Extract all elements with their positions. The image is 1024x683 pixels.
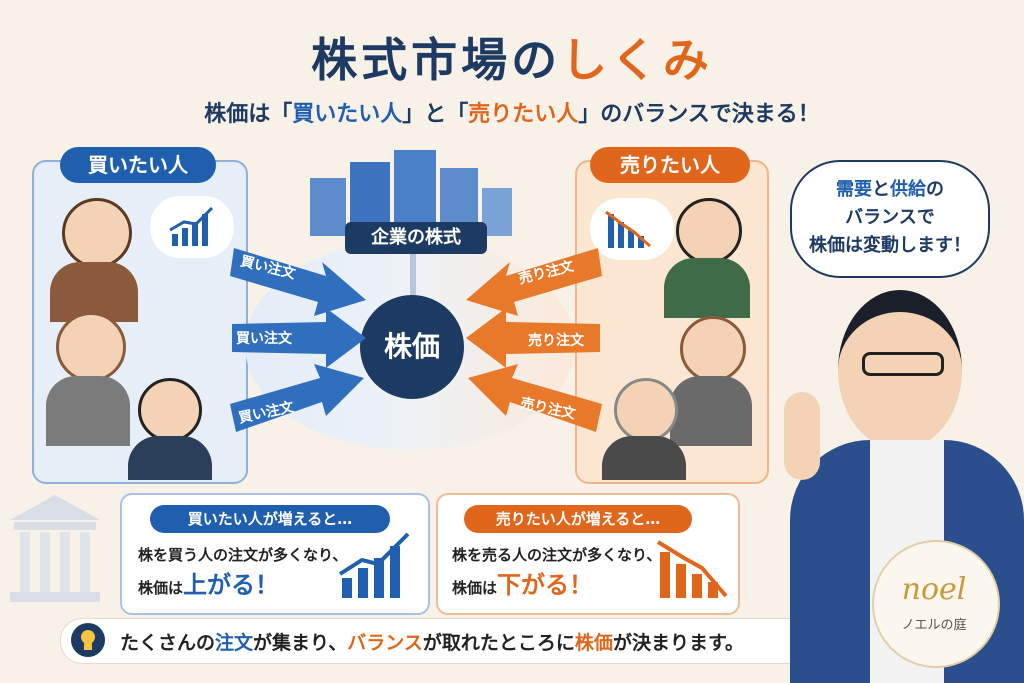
logo-subtitle: ノエルの庭: [901, 618, 967, 633]
buy-order-label: 買い注文: [236, 331, 292, 347]
seller-body-3: [602, 436, 686, 480]
lightbulb-icon: [71, 623, 105, 657]
seller-person-2: [680, 316, 746, 382]
buyer-person-1: [62, 198, 132, 268]
buy-box-tag: 買いたい人が増えると…: [150, 505, 390, 533]
seller-body-2: [670, 376, 752, 446]
sell-box-tag: 売りたい人が増えると…: [464, 505, 692, 533]
buy-arrows: [230, 248, 366, 432]
buyer-body-3: [128, 436, 212, 480]
stock-to-price-line: [410, 254, 416, 296]
page-title: 株式市場のしくみ: [311, 33, 713, 87]
buyer-person-3: [138, 378, 202, 442]
company-stock-label: 企業の株式: [345, 222, 487, 254]
glasses-icon: [862, 352, 944, 376]
chart-down-icon: [605, 210, 651, 248]
summary-text: たくさんの注文が集まり、バランスが取れたところに株価が決まります。: [120, 632, 745, 654]
chart-up-icon: [338, 532, 410, 598]
seller-body-1: [664, 258, 750, 318]
page-subtitle: 株価は「買いたい人」と「売りたい人」のバランスで決まる！: [204, 102, 820, 127]
summary-bar: [60, 618, 832, 664]
chart-up-icon: [169, 206, 214, 246]
presenter-pointing-hand: [784, 392, 820, 480]
sell-box-text: 株を売る人の注文が多くなり、 株価は下がる！: [452, 546, 662, 599]
buyer-body-2: [46, 376, 130, 446]
buyer-person-2: [56, 312, 126, 382]
logo: [872, 540, 1000, 668]
sell-arrows: [466, 248, 602, 432]
buy-box-text: 株を買う人の注文が多くなり、 株価は上がる！: [138, 546, 348, 599]
stock-price-circle: 株価: [360, 295, 464, 399]
bank-icon: [10, 495, 100, 602]
speech-bubble: 需要と供給の バランスで 株価は変動します！: [790, 160, 990, 278]
buyers-label: 買いたい人: [60, 147, 216, 183]
logo-script: noel: [901, 572, 967, 607]
chart-down-icon: [656, 540, 728, 598]
seller-person-3: [614, 378, 678, 442]
sell-order-label: 売り注文: [528, 333, 584, 349]
sellers-label: 売りたい人: [590, 147, 750, 183]
seller-person-1: [676, 198, 742, 264]
